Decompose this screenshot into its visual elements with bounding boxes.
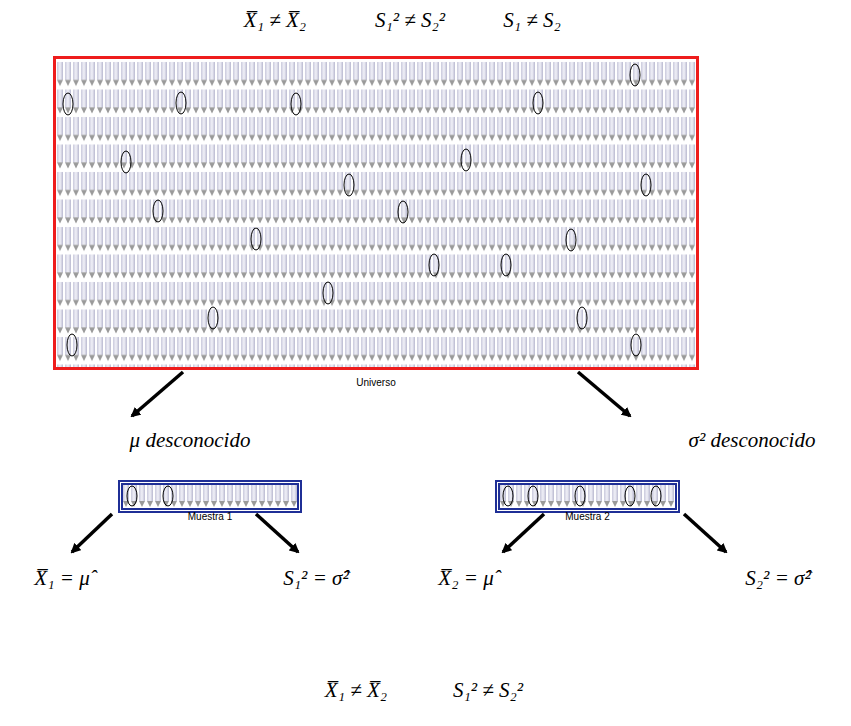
sample-label: Muestra 2 — [565, 511, 609, 522]
unknown-parameter: μ desconocido — [130, 428, 251, 453]
sample-units — [127, 486, 661, 506]
estimator-formula: S₂² = σ̂² — [745, 566, 810, 591]
inequality-formula: X̅₁ ≠ X̅₂ — [244, 8, 306, 33]
arrows — [72, 372, 726, 552]
population-grid — [56, 59, 696, 367]
inequality-formula: S₁ ≠ S₂ — [503, 8, 561, 33]
inequality-formula: X̅₁ ≠ X̅₂ — [325, 678, 387, 703]
inequality-formula: S₁² ≠ S₂² — [453, 678, 523, 703]
sample-box: Muestra 2 — [495, 480, 680, 513]
unknown-parameter: σ² desconocido — [689, 428, 816, 453]
inequality-formula: S₁² ≠ S₂² — [375, 8, 445, 33]
sample-label: Muestra 1 — [188, 511, 232, 522]
population-label: Universo — [356, 377, 395, 388]
estimator-formula: X̅₂ = μ̂ — [438, 566, 493, 591]
population-box: Universo — [53, 56, 699, 370]
estimator-formula: S₁² = σ̂² — [283, 566, 348, 591]
selected-units — [63, 64, 651, 356]
sample-grid — [123, 485, 297, 508]
sample-grid — [500, 485, 675, 508]
sample-box: Muestra 1 — [118, 480, 302, 513]
estimator-formula: X̅₁ = μ̂ — [34, 566, 89, 591]
